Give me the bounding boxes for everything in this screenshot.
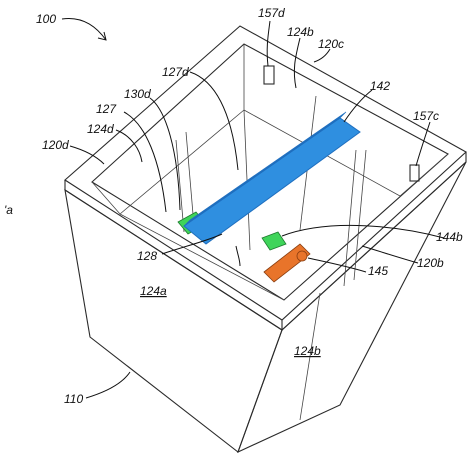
label-142: 142	[370, 79, 390, 93]
inner-back-right-wall	[243, 109, 449, 197]
leader-110	[85, 371, 131, 399]
inner-floor-edge	[119, 213, 285, 301]
label-120d: 120d	[42, 138, 69, 152]
leader-157d	[266, 20, 271, 67]
inner-corner-line	[243, 109, 251, 251]
label-edge-a: 'a	[4, 203, 13, 217]
rail-right-1	[343, 149, 357, 287]
leader-157c	[415, 121, 431, 167]
leader-128	[161, 233, 223, 255]
leader-127	[123, 111, 167, 213]
blue-bar-142	[183, 117, 361, 245]
leader-145	[307, 257, 367, 273]
wall-124b-side	[237, 161, 467, 454]
leader-124d	[115, 129, 143, 163]
leader-128-arrow	[235, 245, 241, 267]
label-124b-top: 124b	[287, 25, 314, 39]
rail-right-2	[353, 149, 367, 281]
label-124a: 124a	[140, 284, 167, 298]
rail-left-1	[175, 139, 185, 233]
leader-130d	[149, 97, 181, 211]
label-110: 110	[64, 392, 83, 406]
leader-120c	[313, 48, 331, 63]
leader-124b-top	[293, 37, 301, 89]
label-124b-side: 124b	[294, 344, 321, 358]
orange-knob	[296, 250, 308, 262]
label-127d: 127d	[162, 65, 189, 79]
label-130d: 130d	[124, 87, 151, 101]
label-124d: 124d	[87, 122, 114, 136]
label-157c: 157c	[413, 109, 439, 123]
label-157d: 157d	[258, 6, 285, 20]
leader-120b	[361, 245, 419, 264]
inner-back-left-wall	[91, 44, 245, 215]
leader-142	[343, 89, 373, 123]
leader-120d	[69, 145, 105, 165]
leader-100-arrow	[97, 31, 107, 41]
leader-144b	[281, 225, 445, 239]
label-128: 128	[137, 249, 157, 263]
rail-left-2	[185, 131, 195, 227]
green-bracket-right	[261, 231, 287, 251]
label-100: 100	[36, 12, 56, 26]
wall-124b-crease	[299, 292, 321, 421]
leader-100	[61, 17, 107, 41]
tab-157d	[263, 65, 275, 85]
label-145: 145	[368, 264, 388, 278]
tab-157c	[409, 164, 420, 182]
blue-bar-142-top	[183, 111, 347, 227]
label-120b: 120b	[417, 256, 444, 270]
label-120c: 120c	[318, 37, 344, 51]
leader-127d	[189, 71, 239, 171]
label-127: 127	[96, 102, 117, 116]
label-144b: 144b	[436, 230, 463, 244]
